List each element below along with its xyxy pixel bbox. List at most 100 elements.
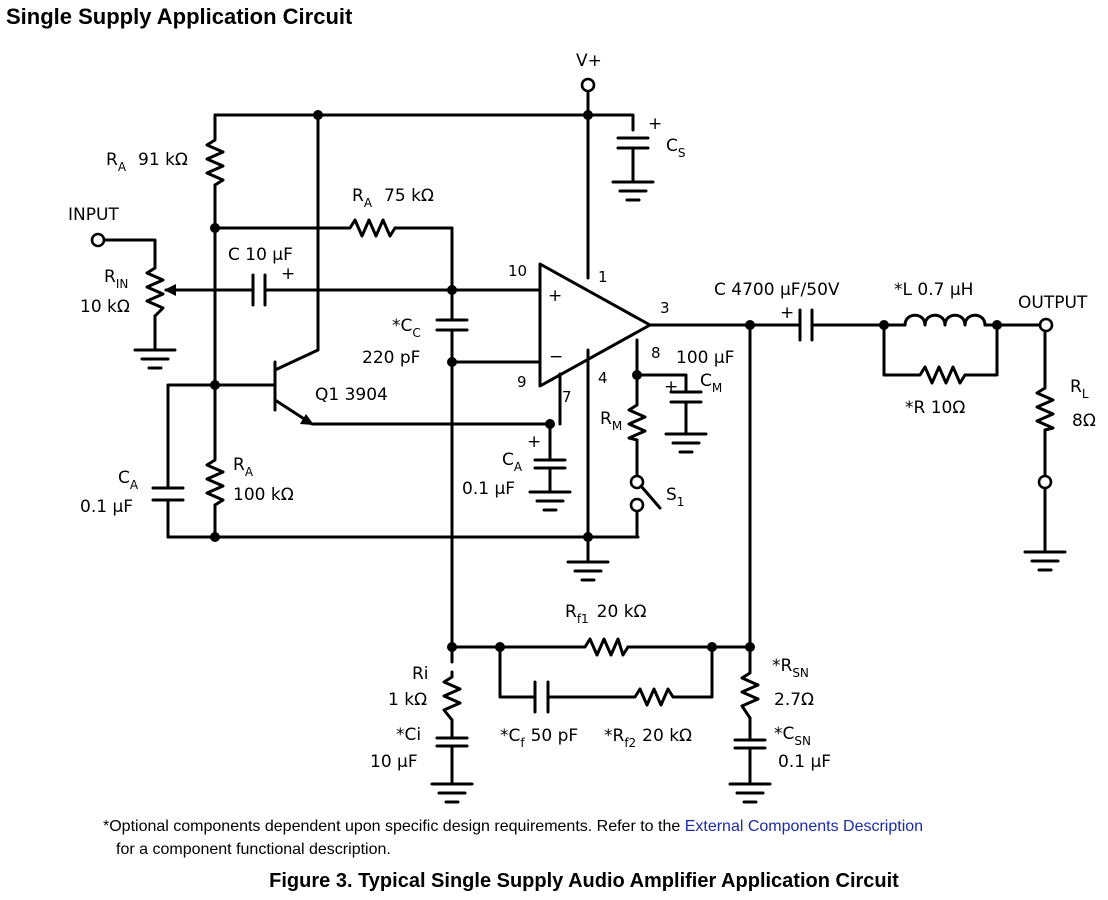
label-csn-value: 0.1 µF xyxy=(778,752,831,772)
resistor-rsn xyxy=(740,666,760,720)
resistor-ra-100k xyxy=(205,453,225,507)
resistor-ri xyxy=(442,670,462,722)
resistor-rm xyxy=(627,398,647,442)
footnote-text: *Optional components dependent upon spec… xyxy=(103,818,685,835)
label-s1: S1 xyxy=(666,485,684,509)
ground-cm xyxy=(664,432,708,454)
label-ra-100k: RA xyxy=(233,455,254,479)
label-ra-100k-value: 100 kΩ xyxy=(233,485,294,505)
capacitor-cin xyxy=(251,273,267,307)
polarity-cs: + xyxy=(648,114,662,134)
resistor-rf1 xyxy=(578,637,630,657)
capacitor-csn xyxy=(733,738,767,750)
label-ca-left: CA xyxy=(118,468,139,492)
resistor-ra-75k xyxy=(343,218,397,238)
switch-s1 xyxy=(639,484,662,510)
pin-7: 7 xyxy=(562,388,572,406)
capacitor-cm xyxy=(669,390,703,434)
polarity-cout: + xyxy=(780,303,794,323)
label-vplus: V+ xyxy=(576,51,602,71)
pin-1: 1 xyxy=(598,268,608,286)
ground-rl xyxy=(1023,550,1067,572)
label-cin: C 10 µF xyxy=(228,245,293,265)
pin-8: 8 xyxy=(651,344,661,362)
pin-9: 9 xyxy=(517,373,527,391)
capacitor-ca-right xyxy=(533,458,567,470)
label-rin: RIN xyxy=(104,267,128,291)
label-ca-left-value: 0.1 µF xyxy=(80,497,133,517)
capacitor-cout xyxy=(798,308,814,342)
label-cm: CM xyxy=(700,371,722,395)
label-rin-value: 10 kΩ xyxy=(80,297,130,317)
rl-lower-terminal xyxy=(1037,474,1053,490)
junction-dots xyxy=(210,110,1002,652)
label-rl-value: 8Ω xyxy=(1072,411,1096,431)
amp-plus-input: + xyxy=(548,286,562,306)
capacitors xyxy=(151,136,814,750)
label-inductor: *L 0.7 µH xyxy=(894,280,973,300)
figure-caption: Figure 3. Typical Single Supply Audio Am… xyxy=(269,870,899,892)
wires xyxy=(102,90,1047,784)
label-ci: *Ci xyxy=(396,725,421,745)
footnote-line-1: *Optional components dependent upon spec… xyxy=(103,815,1103,838)
ground-symbols xyxy=(133,180,1067,804)
resistor-rin xyxy=(145,260,165,318)
label-cc: *CC xyxy=(392,316,421,340)
label-ca-right: CA xyxy=(502,450,523,474)
label-rsn: *RSN xyxy=(772,656,809,680)
resistors xyxy=(145,133,1055,722)
label-ca-right-value: 0.1 µF xyxy=(462,479,515,499)
label-rsn-value: 2.7Ω xyxy=(774,690,814,710)
amp-minus-input: − xyxy=(549,347,563,367)
section-title: Single Supply Application Circuit xyxy=(6,4,353,29)
label-cout: C 4700 µF/50V xyxy=(714,280,840,300)
vplus-terminal xyxy=(580,77,596,93)
ground-rin xyxy=(133,348,177,370)
resistor-r10 xyxy=(913,365,967,385)
ground-ca xyxy=(528,490,572,512)
label-input: INPUT xyxy=(68,205,119,225)
capacitor-ca-left xyxy=(151,486,185,502)
polarity-ca: + xyxy=(527,432,541,452)
label-cs: CS xyxy=(666,136,686,160)
footnote: *Optional components dependent upon spec… xyxy=(103,815,1103,861)
capacitor-ci xyxy=(435,736,469,748)
label-csn: *CSN xyxy=(774,724,811,748)
resistor-rf2 xyxy=(628,687,677,707)
ground-ci xyxy=(430,782,474,804)
label-rm: RM xyxy=(600,409,622,433)
label-r10: *R 10Ω xyxy=(905,398,965,418)
polarity-cin: + xyxy=(281,264,295,284)
q1-emitter-arrow xyxy=(300,414,314,425)
label-ci-value: 10 µF xyxy=(370,752,418,772)
ground-main xyxy=(566,560,610,582)
pin-10: 10 xyxy=(508,262,527,280)
inductor-l xyxy=(903,313,987,327)
external-components-link[interactable]: External Components Description xyxy=(684,818,924,835)
capacitor-cf xyxy=(533,680,550,714)
polarity-cm: + xyxy=(664,377,678,397)
label-ri: Ri xyxy=(412,664,429,684)
input-terminal xyxy=(90,232,106,248)
label-q1: Q1 3904 xyxy=(315,385,388,405)
pin-3: 3 xyxy=(660,299,670,317)
label-output: OUTPUT xyxy=(1018,293,1088,313)
label-rl: RL xyxy=(1070,377,1089,401)
label-cc-value: 220 pF xyxy=(362,348,420,368)
pin-4: 4 xyxy=(598,369,608,387)
resistor-ra-91k xyxy=(205,133,225,187)
ground-cs xyxy=(611,180,655,202)
output-terminal xyxy=(1038,317,1054,333)
amplifier xyxy=(538,262,652,388)
ground-csn xyxy=(728,782,772,804)
label-cm-value: 100 µF xyxy=(676,348,734,368)
footnote-line-2: for a component functional description. xyxy=(116,841,391,858)
resistor-rl xyxy=(1035,381,1055,432)
